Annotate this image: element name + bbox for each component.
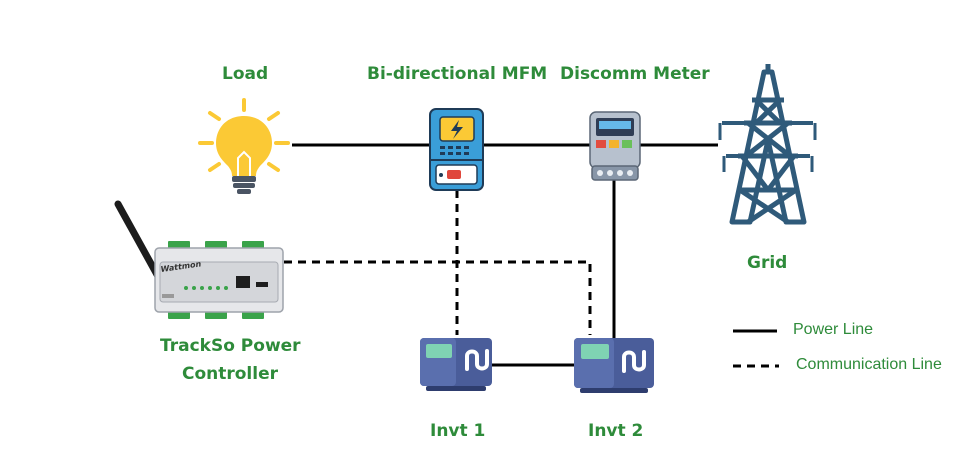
discomm-meter-label: Discomm Meter (560, 64, 710, 84)
controller-label-line2: Controller (181, 364, 278, 384)
legend-power-line-label: Power Line (793, 321, 874, 338)
inverter-2-icon (574, 338, 654, 393)
controller-label-line1: TrackSo Power (160, 336, 301, 356)
comm-line-controller-invt2 (284, 260, 592, 335)
load-label: Load (222, 64, 269, 84)
controller-device-icon: Wattmon (114, 200, 284, 319)
invt2-label: Invt 2 (588, 421, 644, 441)
mfm-label: Bi-directional MFM (367, 64, 548, 84)
legend-communication-line-label: Communication Line (796, 356, 942, 373)
inverter-1-icon (420, 338, 492, 391)
grid-label: Grid (747, 253, 788, 273)
light-bulb-icon (198, 98, 290, 194)
discomm-meter-icon (589, 111, 641, 181)
mfm-meter-icon (429, 108, 484, 191)
transmission-tower-icon (718, 64, 817, 225)
invt1-label: Invt 1 (430, 421, 486, 441)
